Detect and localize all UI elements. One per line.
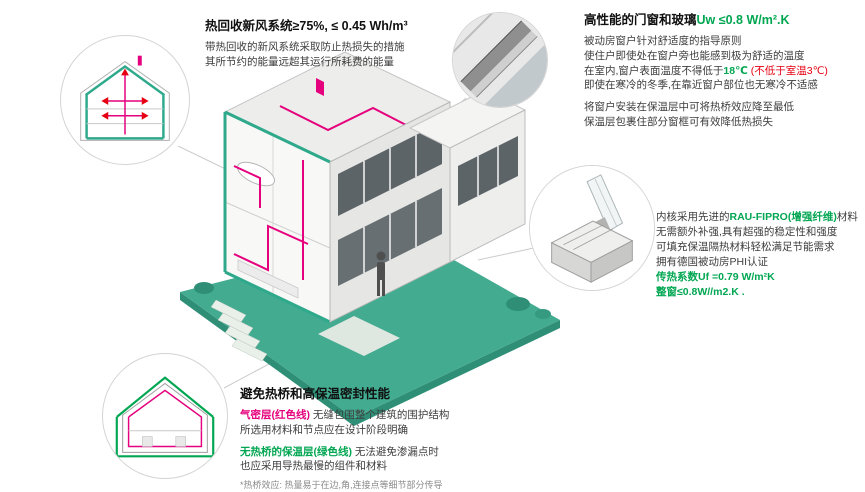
thermal-text-block: 避免热桥和高保温密封性能 气密层(红色线) 无缝包围整个建筑的围护结构 所选用材… [240, 386, 560, 492]
thermal-line3: 无热桥的保温层(绿色线) 无法避免渗漏点时 [240, 445, 560, 460]
windows-line3-text: 在室内,窗户表面温度不得低于 [584, 64, 724, 77]
house-section-insulation-icon [115, 376, 215, 458]
airtight-layer-label: 气密层(红色线) [240, 408, 310, 421]
thermal-line1-text: 无缝包围整个建筑的围护结构 [310, 408, 450, 421]
profile-line1-text: 内核采用先进的 [656, 211, 730, 223]
heat-recovery-line2: 其所节约的能量远超其运行所耗费的能量 [205, 55, 394, 68]
profile-uf-value: 传热系数Uf =0.79 W/m²K [656, 270, 775, 283]
thermal-line4: 也应采用导热最慢的组件和材料 [240, 460, 387, 473]
windows-text-block: 高性能的门窗和玻璃Uw ≤0.8 W/m².K 被动房窗户针对舒适度的指导原则 … [584, 12, 862, 130]
house-section-ventilation-icon [80, 55, 170, 141]
ventilation-section-callout [60, 35, 190, 165]
profile-uw-value: 整窗≤0.8W//m2.K . [656, 285, 745, 298]
heat-recovery-line1: 带热回收的新风系统采取防止热损失的措施 [205, 40, 405, 53]
garden-stairs [210, 299, 268, 362]
profile-line2: 无需额外补强,具有超强的稳定性和强度 [656, 225, 838, 238]
insulation-layer-label: 无热桥的保温层(绿色线) [240, 445, 352, 458]
profile-text-block: 内核采用先进的RAU-FIPRO(增强纤维)材料 无需额外补强,具有超强的稳定性… [656, 210, 864, 299]
person-figure [376, 251, 386, 296]
thermal-footnote: *热桥效应: 热量易于在边,角,连接点等细节部分传导 [240, 480, 443, 491]
windows-line6: 保温层包裹住部分窗框可有效降低热损失 [584, 116, 773, 129]
thermal-line3-text: 无法避免渗漏点时 [352, 445, 439, 458]
thermal-line1: 气密层(红色线) 无缝包围整个建筑的围护结构 [240, 408, 560, 423]
spacer [584, 93, 862, 100]
windows-line4: 即使在寒冷的冬季,在靠近窗户部位也无寒冷不适感 [584, 79, 818, 92]
isometric-passive-house [180, 51, 560, 426]
window-corner-callout [452, 12, 548, 108]
house-body [223, 51, 527, 324]
heat-recovery-text-block: 热回收新风系统≥75%, ≤ 0.45 Wh/m³ 带热回收的新风系统采取防止热… [205, 18, 475, 70]
windows-title-green: Uw ≤0.8 W/m².K [696, 13, 790, 27]
thermal-title: 避免热桥和高保温密封性能 [240, 387, 391, 401]
windows-title: 高性能的门窗和玻璃Uw ≤0.8 W/m².K [584, 12, 862, 30]
windows-line2: 使住户即使处在窗户旁也能感到极为舒适的温度 [584, 49, 805, 62]
window-profile-callout [529, 165, 655, 291]
profile-line1-material: RAU-FIPRO(增强纤维) [729, 211, 837, 223]
glass-facade [329, 101, 451, 323]
insulation-section-callout [102, 353, 228, 479]
profile-line3: 可填充保温隔热材料轻松满足节能需求 [656, 240, 835, 253]
thermal-line2: 所选用材料和节点应在设计阶段明确 [240, 423, 408, 436]
roof-duct [279, 105, 409, 132]
windows-title-black: 高性能的门窗和玻璃 [584, 13, 697, 27]
bushes [194, 282, 551, 319]
right-wing [408, 89, 527, 263]
window-profile-3d-icon [530, 166, 654, 290]
bathtub [236, 161, 276, 187]
window-corner-photo-icon [453, 13, 547, 107]
windows-line1: 被动房窗户针对舒适度的指导原则 [584, 34, 742, 47]
windows-line3-temp: 18℃ [723, 64, 748, 77]
windows-line5: 将窗户安装在保温层中可将热桥效应降至最低 [584, 101, 794, 114]
roof-vent-stack [316, 78, 324, 96]
spacer [240, 438, 560, 445]
profile-line1: 内核采用先进的RAU-FIPRO(增强纤维)材料 [656, 210, 864, 225]
main-illustration [168, 48, 573, 448]
profile-line1-tail: 材料 [836, 211, 858, 223]
kitchen-counter [237, 259, 299, 299]
ventilation-ducts [233, 160, 309, 280]
profile-line4: 拥有德国被动房PHI认证 [656, 255, 769, 268]
heat-recovery-title: 热回收新风系统≥75%, ≤ 0.45 Wh/m³ [205, 19, 408, 33]
windows-line3: 在室内,窗户表面温度不得低于18℃ (不低于室温3℃) [584, 64, 862, 79]
windows-line3-note: (不低于室温3℃) [747, 64, 828, 77]
